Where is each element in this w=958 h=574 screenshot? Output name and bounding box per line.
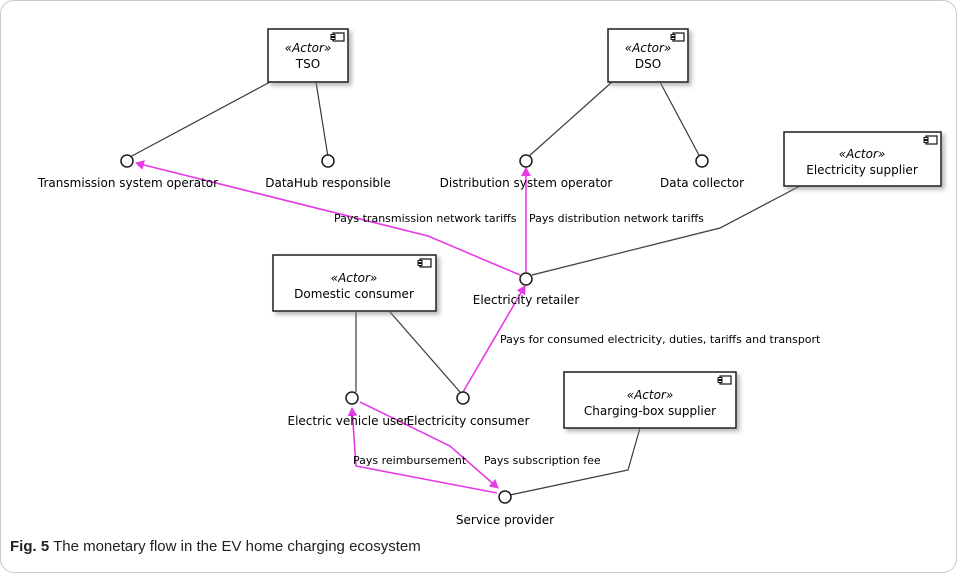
- ecosystem-diagram: «Actor» TSO «Actor» DSO «Actor» Electric…: [37, 28, 942, 527]
- actor-stereotype: «Actor»: [627, 388, 674, 402]
- flow-label-transmission: Pays transmission network tariffs: [334, 212, 517, 225]
- interface-electricity-retailer: Electricity retailer: [473, 272, 580, 307]
- flow-transmission-tariffs: [135, 160, 521, 276]
- flow-label-subscription: Pays subscription fee: [484, 454, 601, 467]
- assoc-domestic-consumer: [389, 311, 461, 393]
- interface-distribution-system-operator: Distribution system operator: [440, 154, 613, 190]
- interface-label: Transmission system operator: [37, 176, 218, 190]
- actor-name: Domestic consumer: [294, 287, 414, 301]
- flow-label-reimbursement: Pays reimbursement: [353, 454, 467, 467]
- actor-dso: «Actor» DSO: [607, 28, 689, 83]
- interface-label: DataHub responsible: [265, 176, 391, 190]
- actor-tso: «Actor» TSO: [267, 28, 349, 83]
- assoc-chargebox-provider: [509, 427, 641, 496]
- interface-label: Service provider: [456, 513, 554, 527]
- assoc-supplier-retailer: [531, 185, 801, 276]
- component-icon: [670, 32, 685, 42]
- actor-stereotype: «Actor»: [839, 147, 886, 161]
- actor-electricity-supplier: «Actor» Electricity supplier: [783, 131, 942, 187]
- interface-label: Electricity consumer: [407, 414, 530, 428]
- actor-name: Electricity supplier: [806, 163, 918, 177]
- interface-service-provider: Service provider: [456, 490, 554, 527]
- component-icon: [923, 135, 938, 145]
- associations: [129, 81, 801, 496]
- actor-stereotype: «Actor»: [285, 41, 332, 55]
- actor-name: TSO: [295, 57, 320, 71]
- interface-data-collector: Data collector: [660, 154, 744, 190]
- interface-datahub-responsible: DataHub responsible: [265, 154, 391, 190]
- assoc-tso-datahub: [315, 81, 329, 158]
- actor-domestic-consumer: «Actor» Domestic consumer: [272, 254, 437, 312]
- actor-name: Charging-box supplier: [584, 404, 716, 418]
- component-icon: [717, 375, 732, 385]
- monetary-flows: [135, 160, 531, 494]
- interface-label: Distribution system operator: [440, 176, 613, 190]
- actor-stereotype: «Actor»: [625, 41, 672, 55]
- flow-consumed-electricity: [462, 285, 526, 393]
- actor-name: DSO: [635, 57, 661, 71]
- figure-caption: Fig. 5 The monetary flow in the EV home …: [10, 538, 421, 555]
- caption-text: The monetary flow in the EV home chargin…: [53, 538, 421, 555]
- flow-label-distribution: Pays distribution network tariffs: [529, 212, 704, 225]
- actor-stereotype: «Actor»: [331, 271, 378, 285]
- interface-transmission-system-operator: Transmission system operator: [37, 154, 218, 190]
- assoc-dso-distribution: [527, 81, 613, 158]
- interface-label: Electric vehicle user: [287, 414, 408, 428]
- caption-label: Fig. 5: [10, 538, 50, 555]
- interface-label: Electricity retailer: [473, 293, 580, 307]
- flow-label-consumed: Pays for consumed electricity, duties, t…: [500, 333, 821, 346]
- actor-charging-box-supplier: «Actor» Charging-box supplier: [563, 371, 737, 429]
- interface-electric-vehicle-user: Electric vehicle user: [287, 391, 409, 428]
- interface-electricity-consumer: Electricity consumer: [407, 391, 530, 428]
- component-icon: [330, 32, 345, 42]
- flow-reimbursement: [347, 407, 498, 494]
- component-icon: [417, 258, 432, 268]
- assoc-tso-transmission: [129, 81, 271, 158]
- assoc-dso-collector: [659, 81, 701, 158]
- interface-label: Data collector: [660, 176, 744, 190]
- flow-subscription-fee: [359, 401, 499, 489]
